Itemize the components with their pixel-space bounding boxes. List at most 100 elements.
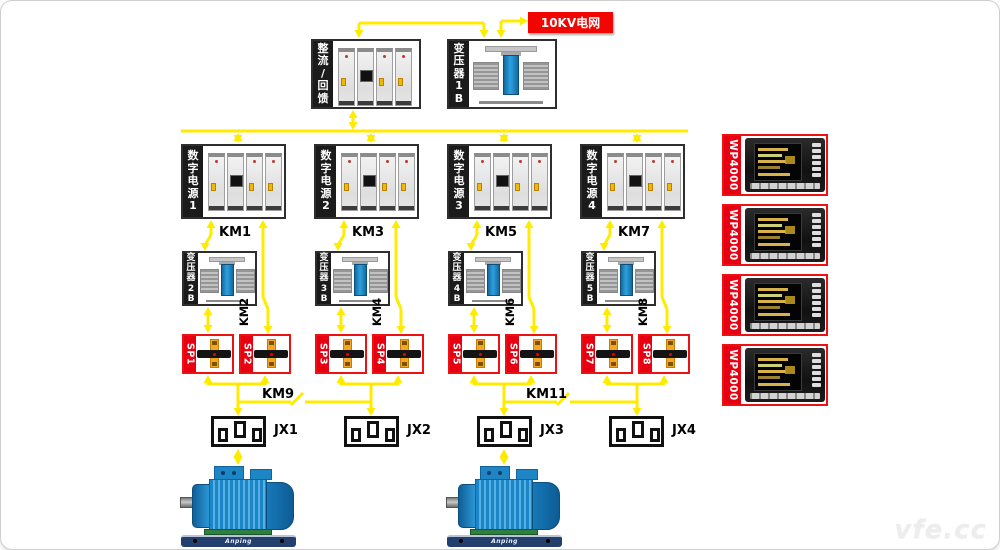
sensor-sp8: SP8 (638, 334, 690, 374)
current-sensor-graphic (253, 336, 289, 372)
sensor-sp4: SP4 (372, 334, 424, 374)
sensor-sp5: SP5 (448, 334, 500, 374)
cabinet (607, 153, 624, 211)
site-watermark: vfe.cc (894, 515, 987, 545)
sensor-sp2: SP2 (239, 334, 291, 374)
supply-cabinets (341, 153, 415, 211)
test-motor-1: Anping (180, 466, 297, 547)
test-motor-2: Anping (446, 466, 563, 547)
cabinet (664, 153, 681, 211)
transformer-graphic (464, 253, 521, 304)
current-sensor-graphic (519, 336, 555, 372)
junction-box-jx3-label: JX3 (540, 423, 564, 438)
junction-box-jx2-label: JX2 (407, 423, 431, 438)
sensor-sp3-label: SP3 (317, 336, 329, 372)
current-sensor-graphic (329, 336, 365, 372)
analyzer-buttons (812, 283, 821, 317)
power-analyzer-3-label: WP4000 (724, 276, 741, 334)
contactor-label-km2: KM2 (237, 297, 251, 327)
grid-source-label: 10KV电网 (528, 12, 613, 33)
cabinet (208, 153, 225, 211)
analyzer-buttons (812, 213, 821, 247)
analyzer-device-graphic (745, 348, 825, 402)
sensor-sp5-label: SP5 (450, 336, 462, 372)
analyzer-buttons (812, 353, 821, 387)
contactor-label-km4: KM4 (370, 297, 384, 327)
cabinet (341, 153, 358, 211)
junction-box-jx4 (609, 416, 664, 447)
sensor-sp6: SP6 (505, 334, 557, 374)
junction-box-jx4-label: JX4 (672, 423, 696, 438)
sensor-sp6-label: SP6 (507, 336, 519, 372)
cabinet (512, 153, 529, 211)
transformer-graphic (469, 41, 555, 107)
contactor-label-km5: KM5 (485, 225, 518, 240)
sensor-sp3: SP3 (315, 334, 367, 374)
analyzer-device-graphic (745, 138, 825, 192)
cabinet (338, 48, 355, 106)
cabinet (395, 48, 412, 106)
power-analyzer-4-label: WP4000 (724, 346, 741, 404)
supply-cabinets (607, 153, 681, 211)
junction-box-jx3 (477, 416, 532, 447)
current-sensor-graphic (652, 336, 688, 372)
analyzer-screen (754, 213, 802, 251)
supply-cabinets (474, 153, 548, 211)
contactor-label-km3: KM3 (352, 225, 385, 240)
sensor-sp7: SP7 (581, 334, 633, 374)
current-sensor-graphic (196, 336, 232, 372)
supply-cabinets (208, 153, 282, 211)
motor-base: Anping (181, 535, 296, 547)
sensor-sp1-label: SP1 (184, 336, 196, 372)
contactor-label-km8: KM8 (636, 297, 650, 327)
analyzer-buttons (812, 143, 821, 177)
contactor-label-km6: KM6 (503, 297, 517, 327)
rectifier-feedback-label: 整流/回馈 (313, 41, 333, 107)
cabinet (626, 153, 643, 211)
contactor-label-km11: KM11 (526, 387, 568, 402)
sensor-sp7-label: SP7 (583, 336, 595, 372)
sensor-sp8-label: SP8 (640, 336, 652, 372)
analyzer-screen (754, 143, 802, 181)
cabinet (379, 153, 396, 211)
analyzer-device-graphic (745, 208, 825, 262)
power-analyzer-2: WP4000 (722, 204, 828, 266)
cabinet (265, 153, 282, 211)
rectifier-feedback-unit: 整流/回馈 (311, 39, 421, 109)
cabinet (398, 153, 415, 211)
cabinet (376, 48, 393, 106)
cabinet (360, 153, 377, 211)
cabinet (645, 153, 662, 211)
current-sensor-graphic (595, 336, 631, 372)
motor-brand: Anping (491, 538, 518, 545)
cabinet (493, 153, 510, 211)
power-analyzer-3: WP4000 (722, 274, 828, 336)
contactor-label-km9: KM9 (262, 387, 295, 402)
contactor-label-km1: KM1 (219, 225, 252, 240)
transformer-graphic (331, 253, 388, 304)
cabinet (357, 48, 374, 106)
power-analyzer-1: WP4000 (722, 134, 828, 196)
sensor-sp2-label: SP2 (241, 336, 253, 372)
sensor-sp1: SP1 (182, 334, 234, 374)
